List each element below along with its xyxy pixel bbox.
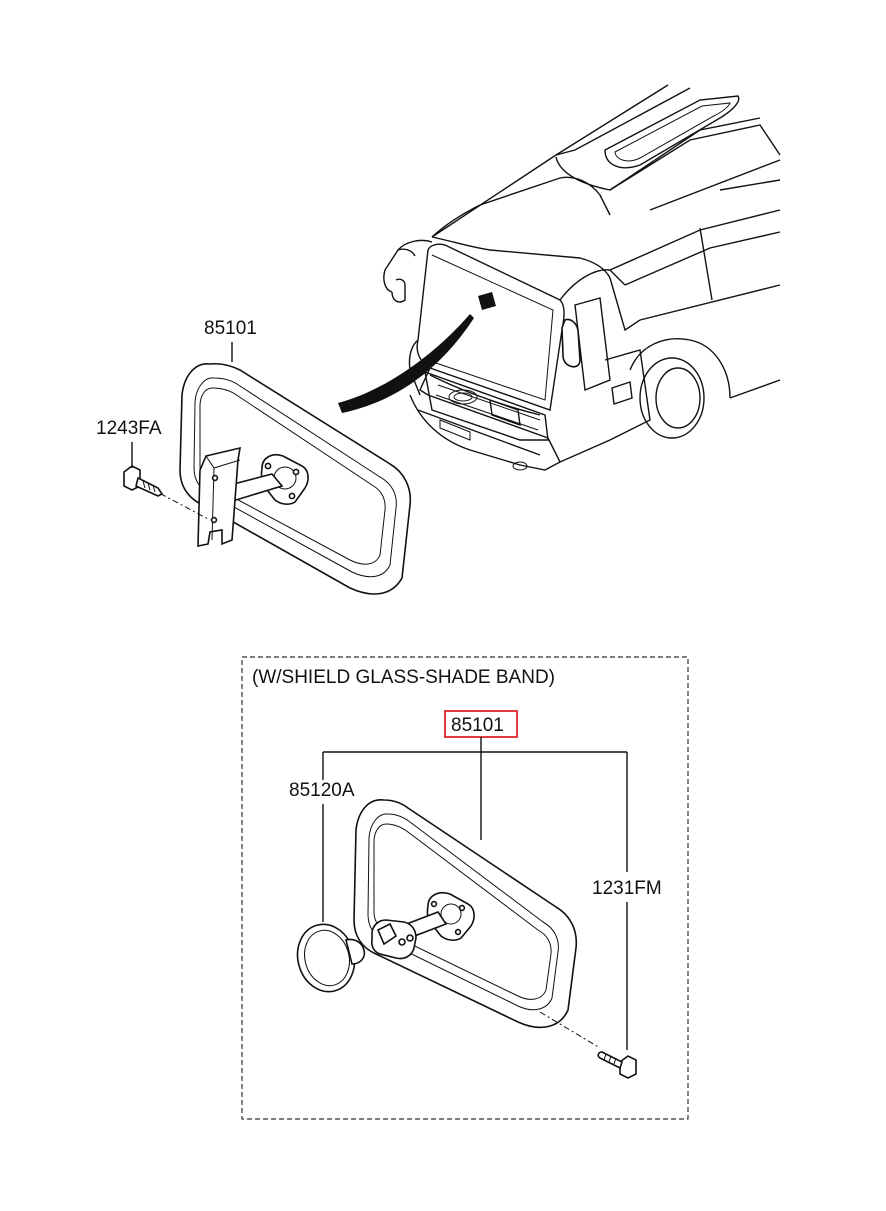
inset-title: (W/SHIELD GLASS-SHADE BAND) xyxy=(252,667,555,688)
convex-mirror-part-number-label: 85120A xyxy=(289,780,355,801)
rearview-mirror-inset xyxy=(296,799,637,1079)
mirror-part-number-label: 85101 xyxy=(204,318,257,339)
inset-frame xyxy=(241,656,689,1120)
inset-mirror-part-number-label: 85101 xyxy=(451,715,504,736)
rearview-mirror-top xyxy=(123,362,412,595)
screw-part-number-label: 1243FA xyxy=(96,418,162,439)
van-illustration xyxy=(338,84,781,471)
inset-screw-part-number-label: 1231FM xyxy=(592,878,662,899)
